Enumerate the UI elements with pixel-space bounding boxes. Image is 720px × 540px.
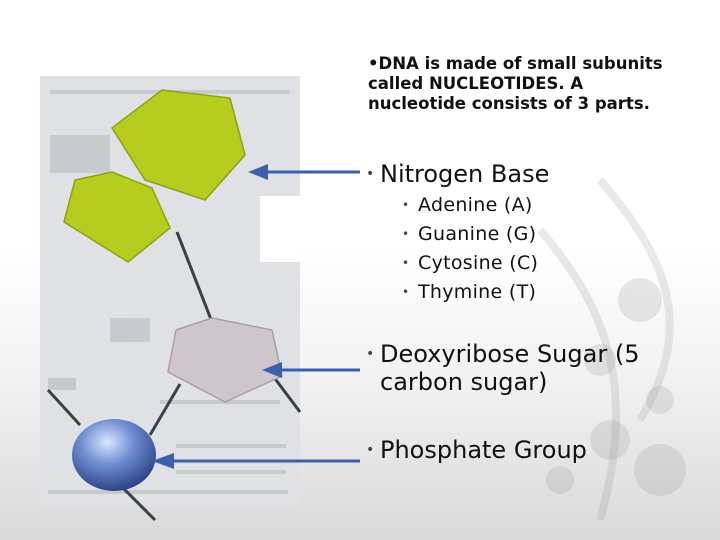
sub-item-label: Guanine (G): [418, 223, 537, 245]
arrow-phosphate: [152, 453, 360, 469]
bullet: •: [366, 166, 375, 182]
part-label: Phosphate Group: [380, 436, 587, 464]
bullet: •: [402, 285, 410, 299]
bullet: •: [402, 198, 410, 212]
bullet: •: [366, 442, 375, 458]
sugar-pentagon: [167, 317, 283, 403]
bullet: •: [402, 227, 410, 241]
sub-item-label: Thymine (T): [418, 281, 537, 303]
bullet: •: [402, 256, 410, 270]
sub-item-label: Cytosine (C): [418, 252, 539, 274]
part-label: Nitrogen Base: [380, 160, 550, 188]
arrow-nitrogen-base: [248, 164, 360, 180]
nitrogen-base-hexagon: [110, 89, 246, 201]
intro-text: •DNA is made of small subunits called NU…: [368, 54, 663, 113]
part-label: Deoxyribose Sugar (5 carbon sugar): [380, 340, 640, 396]
arrow-sugar: [262, 362, 360, 378]
sub-item-label: Adenine (A): [418, 194, 533, 216]
nitrogen-base-pentagon: [63, 171, 171, 263]
phosphate-sphere: [72, 419, 156, 491]
bullet: •: [366, 346, 375, 362]
